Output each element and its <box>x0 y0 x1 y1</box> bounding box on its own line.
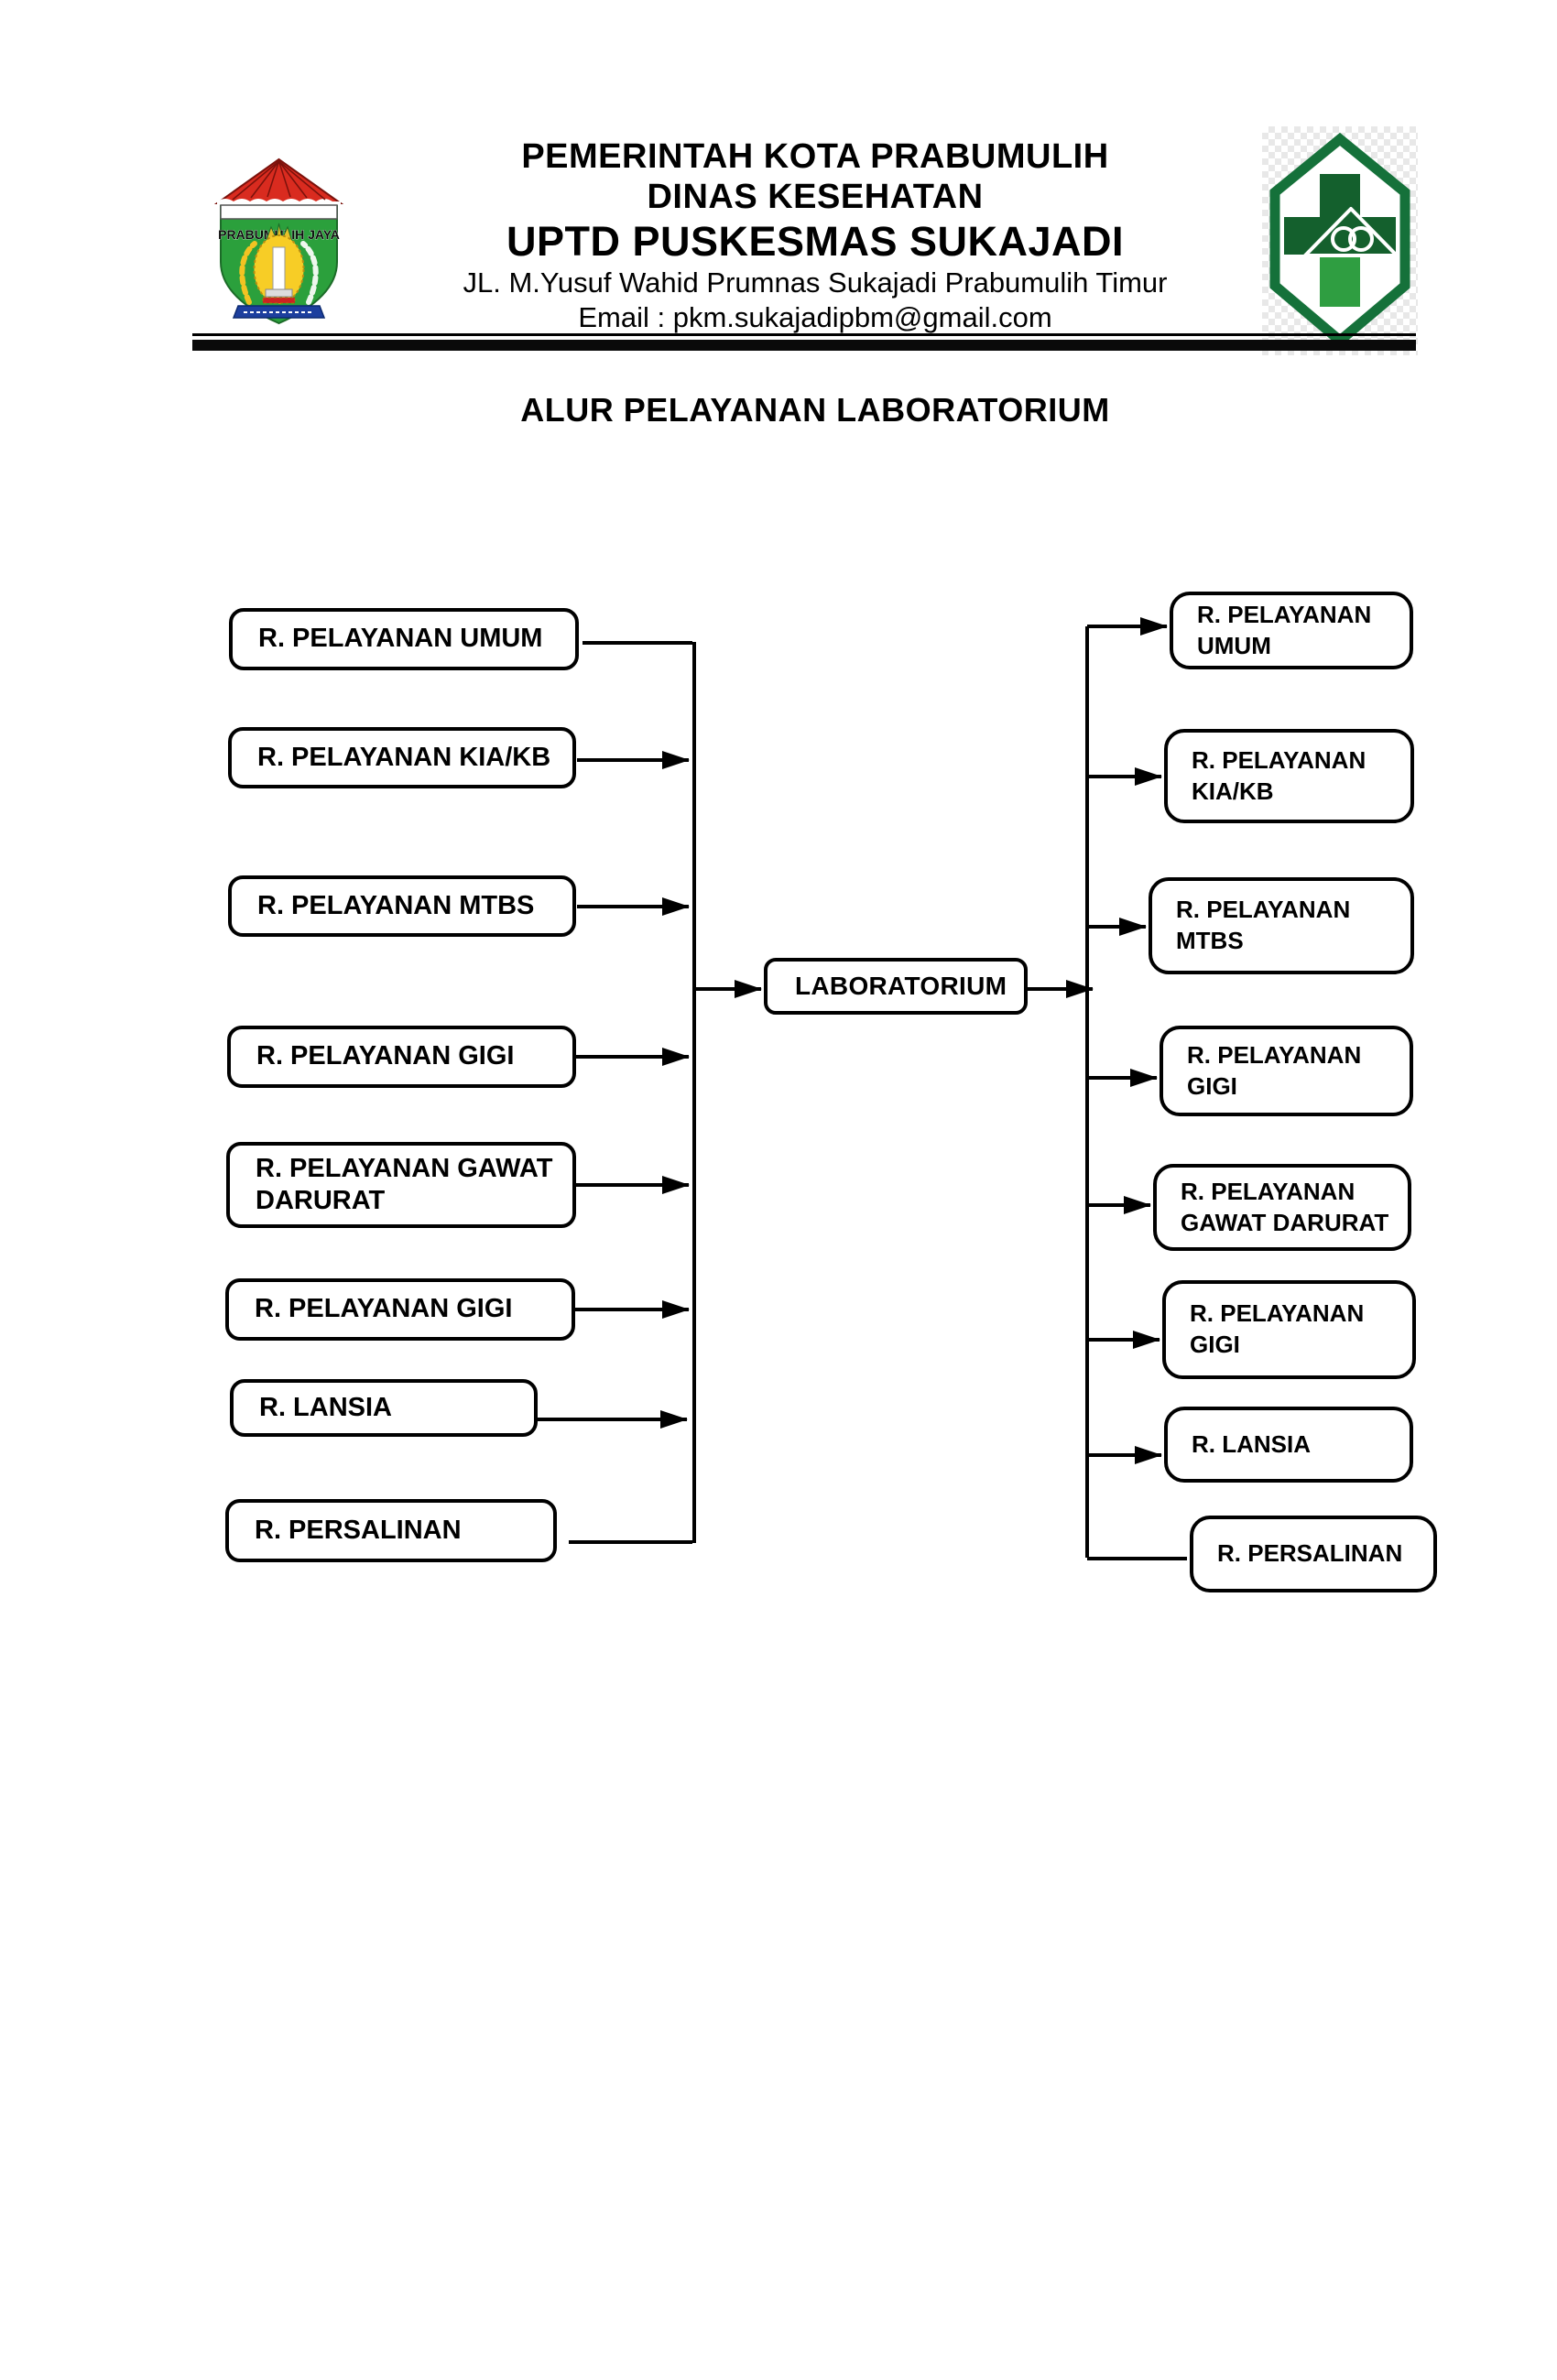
destination-box-pelayanan-kia-kb: R. PELAYANAN KIA/KB <box>1164 729 1414 823</box>
destination-box-pelayanan-mtbs: R. PELAYANAN MTBS <box>1149 877 1414 974</box>
letterhead-department-line: DINAS KESEHATAN <box>647 177 984 216</box>
source-box-pelayanan-mtbs: R. PELAYANAN MTBS <box>228 875 576 937</box>
letterhead-government-line: PEMERINTAH KOTA PRABUMULIH <box>521 137 1109 176</box>
page-title: ALUR PELAYANAN LABORATORIUM <box>520 391 1110 429</box>
source-box-pelayanan-gigi-1: R. PELAYANAN GIGI <box>227 1026 576 1088</box>
destination-box-pelayanan-umum: R. PELAYANAN UMUM <box>1170 592 1413 669</box>
destination-box-lansia: R. LANSIA <box>1164 1407 1413 1483</box>
letterhead: PEMERINTAH KOTA PRABUMULIH DINAS KESEHAT… <box>211 137 1420 335</box>
prabumulih-city-emblem: PRABUMULIH JAYA <box>212 154 345 328</box>
city-emblem-graphic: PRABUMULIH JAYA <box>212 154 345 328</box>
letterhead-unit-line: UPTD PUSKESMAS SUKAJADI <box>506 218 1125 266</box>
laboratorium-box: LABORATORIUM <box>764 958 1028 1015</box>
source-box-pelayanan-kia-kb: R. PELAYANAN KIA/KB <box>228 727 576 788</box>
header-divider-thin-line <box>192 333 1416 336</box>
letterhead-email-line: Email : pkm.sukajadipbm@gmail.com <box>578 301 1052 334</box>
destination-box-gawat-darurat: R. PELAYANAN GAWAT DARURAT <box>1153 1164 1411 1251</box>
puskesmas-logo-graphic <box>1269 132 1410 348</box>
source-box-pelayanan-gigi-2: R. PELAYANAN GIGI <box>225 1278 575 1341</box>
source-box-gawat-darurat: R. PELAYANAN GAWAT DARURAT <box>226 1142 576 1228</box>
puskesmas-logo <box>1262 126 1418 355</box>
destination-box-pelayanan-gigi-2: R. PELAYANAN GIGI <box>1162 1280 1416 1379</box>
source-box-lansia: R. LANSIA <box>230 1379 538 1437</box>
letterhead-address-line: JL. M.Yusuf Wahid Prumnas Sukajadi Prabu… <box>463 266 1168 299</box>
destination-box-pelayanan-gigi-1: R. PELAYANAN GIGI <box>1160 1026 1413 1116</box>
source-box-pelayanan-umum: R. PELAYANAN UMUM <box>229 608 579 670</box>
header-divider-thick-line <box>192 340 1416 351</box>
source-box-persalinan: R. PERSALINAN <box>225 1499 557 1562</box>
destination-box-persalinan: R. PERSALINAN <box>1190 1516 1437 1592</box>
